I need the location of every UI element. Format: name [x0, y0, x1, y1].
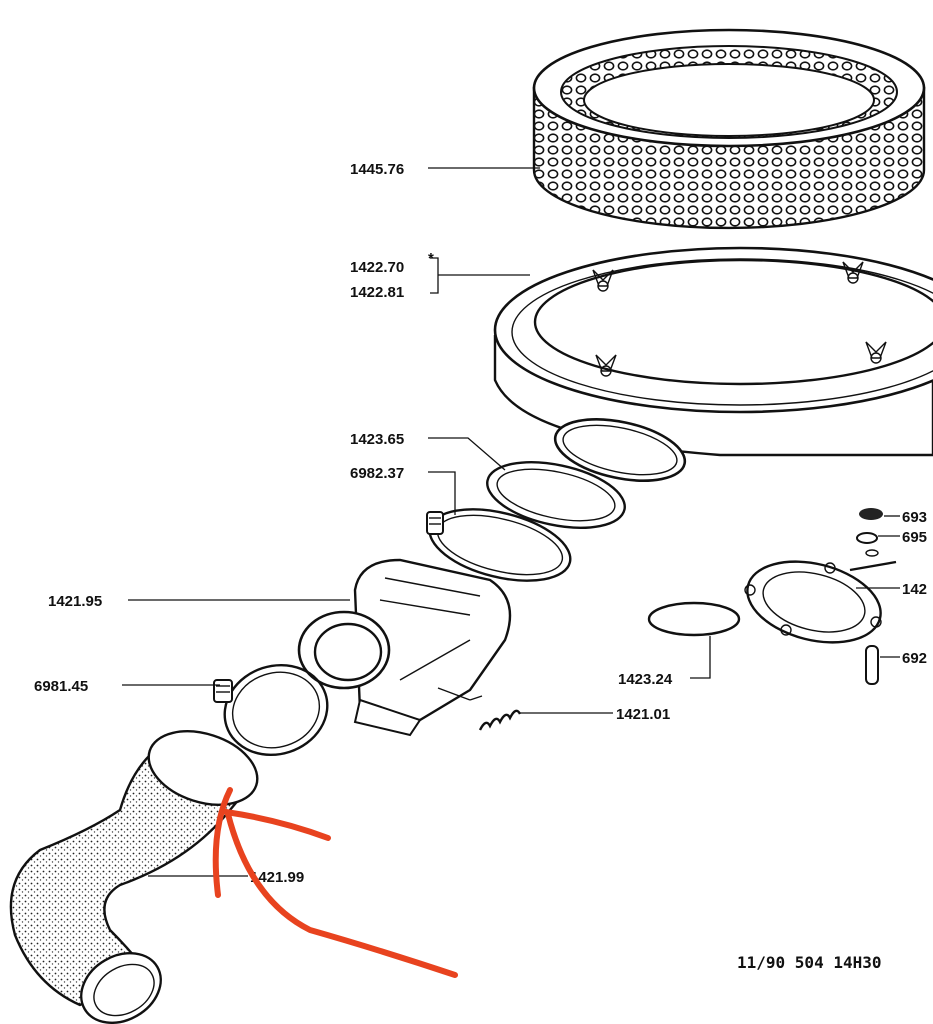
- label-side-part-1: 693: [902, 509, 927, 526]
- label-filter-element: 1445.76: [350, 161, 404, 178]
- label-cover-a-mark: *: [428, 250, 434, 267]
- seal-ring-part: [647, 601, 741, 637]
- label-side-part-3: 142: [902, 581, 927, 598]
- air-box-cover-part: [493, 246, 933, 482]
- leader-lines: [122, 167, 900, 877]
- label-intake-body: 1421.95: [48, 593, 102, 610]
- nut-part: [856, 532, 878, 544]
- label-seal-ring: 1423.24: [618, 671, 673, 688]
- wing-nut-icon: [842, 261, 864, 284]
- wing-nut-icon: [592, 269, 614, 292]
- wing-nut-icon: [865, 341, 887, 364]
- bolt-part: [865, 645, 879, 685]
- label-cover-a: 1422.70: [350, 259, 404, 276]
- clamp-upper-part: [426, 508, 572, 582]
- gasket-part: [486, 461, 626, 529]
- label-cover-b: 1422.81: [350, 284, 404, 301]
- red-arrow-annotation: [212, 787, 458, 978]
- washer-part: [859, 508, 883, 520]
- hose-part: [9, 730, 259, 1024]
- label-side-part-2: 695: [902, 529, 927, 546]
- label-clamp-lower: 6981.45: [34, 678, 88, 695]
- label-hose: 1421.99: [250, 869, 304, 886]
- label-spring: 1421.01: [616, 706, 670, 723]
- wing-nut-icon: [595, 354, 617, 377]
- reference-code: 11/90 504 14H30: [737, 953, 882, 972]
- label-side-part-4: 692: [902, 650, 927, 667]
- intake-body-part: [297, 558, 512, 737]
- label-clamp-upper: 6982.37: [350, 465, 404, 482]
- filter-element-part: [532, 28, 926, 230]
- flange-part: [744, 560, 882, 644]
- spring-part: [478, 709, 522, 731]
- stud-part: [849, 549, 897, 572]
- label-gasket: 1423.65: [350, 431, 404, 448]
